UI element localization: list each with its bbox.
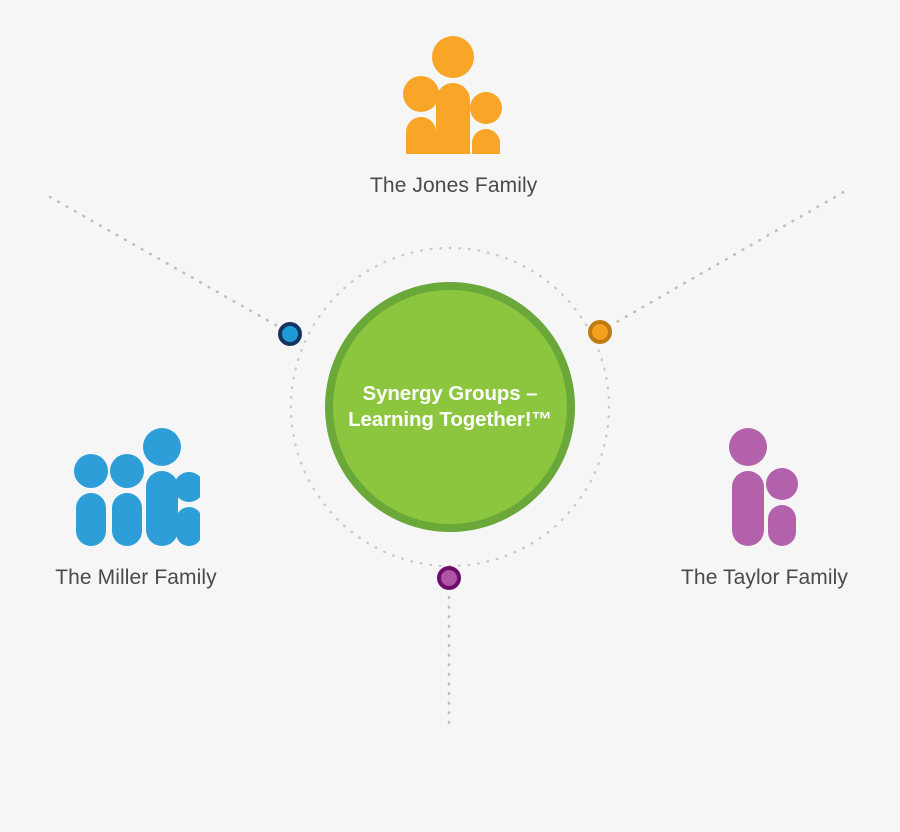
connection-dot-jones[interactable] [588,320,612,344]
hub-label-line2: Learning Together!™ [348,408,552,431]
figure-body [731,471,764,546]
connection-dot-taylor[interactable] [437,566,461,590]
figure-body [145,471,178,546]
hub-label: Synergy Groups – Learning Together!™ [334,381,566,433]
figure-head [173,472,204,502]
figure-body [435,83,470,178]
synergy-hub-circle[interactable]: Synergy Groups – Learning Together!™ [325,282,575,532]
figure-body [175,507,202,546]
figure-body [471,129,500,178]
family-label-taylor: The Taylor Family [680,566,849,589]
connector-miller [48,195,290,334]
figure-head [728,428,767,466]
family-label-miller: The Miller Family [55,566,217,589]
family-label-jones: The Jones Family [370,174,538,197]
family-node-taylor[interactable]: The Taylor Family [677,428,852,589]
connection-dot-miller[interactable] [278,322,302,346]
connector-jones [599,187,851,333]
figure-body [405,117,436,178]
figure-head [431,36,474,78]
figure-body [75,493,106,546]
figure-head [765,468,798,500]
figure-head [142,428,181,466]
family-node-jones[interactable]: The Jones Family [370,34,537,197]
taylor-family-icon [728,428,802,546]
hub-label-line1: Synergy Groups – [362,381,538,405]
jones-family-icon [402,34,503,178]
figure-head [402,76,439,112]
miller-family-icon [73,428,204,546]
figure-body [111,493,142,546]
figure-head [469,92,502,124]
figure-head [109,454,144,488]
family-node-miller[interactable]: The Miller Family [50,428,222,589]
figure-head [73,454,108,488]
figure-body [767,505,796,546]
